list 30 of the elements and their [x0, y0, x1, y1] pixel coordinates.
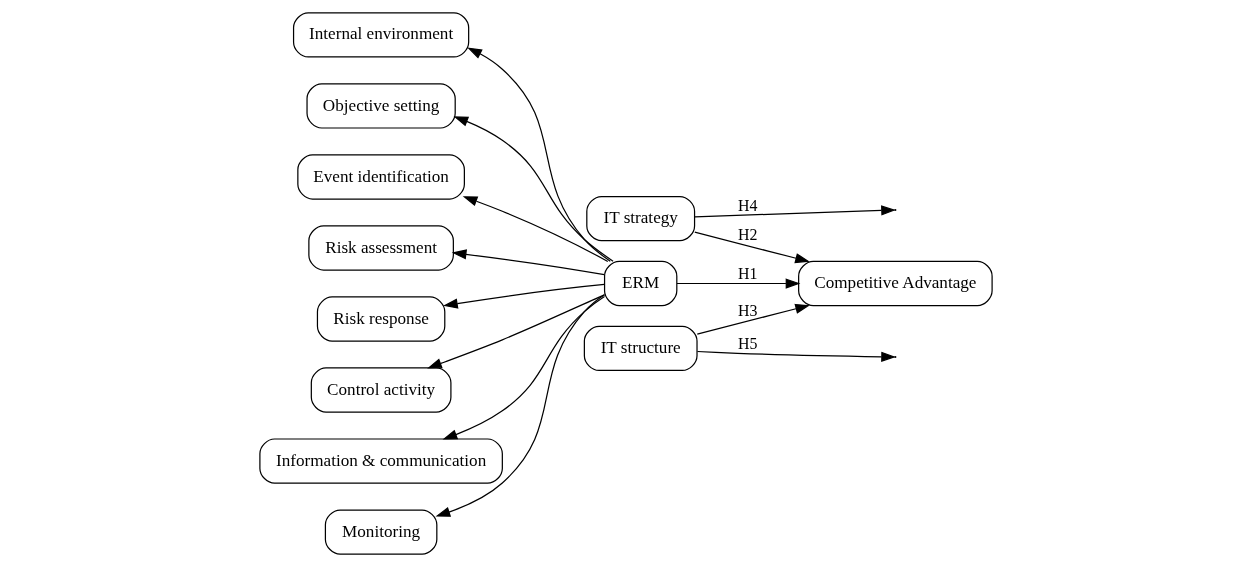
edge-label: H4: [738, 196, 758, 214]
node-box: Risk assessment: [308, 225, 454, 271]
arrow: [696, 350, 896, 362]
node-box: Risk response: [316, 296, 446, 342]
arrow: [443, 283, 605, 309]
node-box: IT structure: [583, 325, 698, 372]
arrow: [451, 249, 605, 276]
edge-label: H5: [738, 334, 758, 352]
arrow: [694, 231, 810, 264]
node-box: Information & communication: [259, 438, 503, 484]
edge-label: H1: [738, 265, 758, 283]
node-box: Competitive Advantage: [798, 260, 993, 307]
node-box: Monitoring: [324, 509, 438, 555]
arrow: [696, 303, 810, 335]
node-box: Objective setting: [306, 83, 456, 129]
arrow: [467, 47, 611, 262]
edge-label: H2: [738, 225, 758, 243]
node-box: ERM: [603, 260, 678, 307]
arrow: [453, 116, 614, 262]
arrow: [694, 205, 896, 218]
arrow: [462, 196, 609, 263]
node-box: Control activity: [310, 367, 452, 413]
arrow: [676, 278, 801, 289]
node-box: Event identification: [297, 154, 465, 200]
arrow: [442, 295, 606, 440]
node-box: IT strategy: [586, 195, 696, 242]
arrow: [427, 294, 605, 369]
arrow: [435, 294, 606, 517]
node-box: Internal environment: [292, 12, 470, 58]
edge-label: H3: [738, 301, 758, 319]
